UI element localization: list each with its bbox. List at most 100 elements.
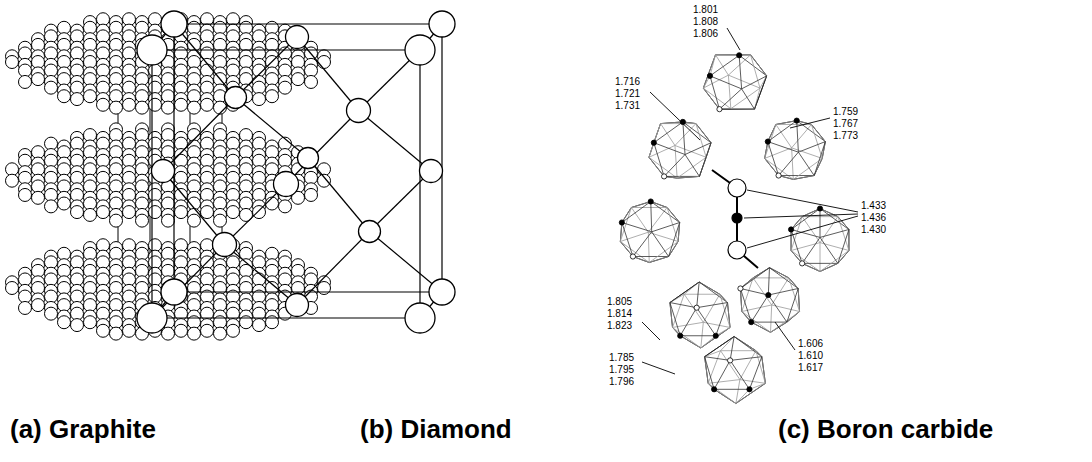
icosahedron-edge [654, 143, 685, 155]
bond-length: 1.721 [614, 88, 641, 100]
boron-icosahedron [765, 118, 826, 179]
boron-atom [630, 254, 635, 259]
carbon-atom [214, 214, 227, 227]
carbon-atom [149, 206, 162, 219]
icosahedron-edge [710, 76, 719, 109]
icosahedron-outline [620, 201, 679, 262]
icosahedron-edge [680, 336, 701, 348]
carbon-atom [19, 75, 32, 88]
carbon-bond [163, 98, 236, 172]
bond-length: 1.606 [797, 338, 824, 350]
icosahedron-edge [705, 357, 714, 390]
carbon-atom [110, 327, 123, 340]
carbon-atom [84, 316, 97, 329]
carbon-atom [19, 301, 32, 314]
icosahedron-edge [779, 175, 815, 176]
carbon-atom [213, 233, 237, 257]
icosahedron-edge [649, 241, 678, 262]
icosahedron-edge [779, 152, 799, 175]
carbon-bond [236, 98, 309, 159]
icosahedron-edge [670, 303, 680, 336]
boron-atom [694, 305, 699, 310]
carbon-atom [214, 327, 227, 340]
carbon-atom [188, 101, 201, 114]
icosahedron-edge [730, 360, 749, 389]
icosahedron-edge [673, 327, 701, 348]
icosahedron-edge [776, 124, 792, 147]
icosahedron-edge [649, 257, 668, 263]
carbon-atom [225, 87, 247, 109]
icosahedron-edge [680, 308, 696, 336]
icosahedron-edge [727, 303, 730, 328]
carbon-atom [71, 319, 84, 332]
boron-atom [661, 174, 666, 179]
carbon-bond [370, 171, 432, 232]
icosahedron-edge [820, 229, 849, 237]
icosahedron-edge [697, 308, 716, 336]
icosahedron-edge [742, 89, 755, 109]
icosahedron-edge [710, 76, 742, 89]
carbon-atom [45, 81, 58, 94]
boron-icosahedron [619, 199, 679, 263]
icosahedron-edge [699, 282, 727, 303]
bond-length: 1.716 [614, 76, 641, 88]
icosahedron-edge [768, 268, 769, 295]
carbon-atom [71, 93, 84, 106]
icosahedron-edge [620, 232, 648, 241]
icosahedron-edge [811, 124, 822, 158]
icosahedron-edge [685, 143, 711, 155]
carbon-atom [305, 188, 318, 201]
leader-line [727, 28, 740, 50]
carbon-bond [163, 171, 225, 245]
icosahedron-edge [798, 152, 814, 175]
carbon-atom [137, 35, 167, 65]
carbon-atom [227, 324, 240, 337]
bond-length: 1.731 [614, 100, 641, 112]
bond-length: 1.767 [832, 118, 859, 130]
boron-icosahedron [705, 337, 766, 404]
carbon-atom [253, 319, 266, 332]
carbon-atom [110, 101, 123, 114]
leader-line [775, 322, 795, 350]
carbon-atom [253, 206, 266, 219]
icosahedron-edge [769, 268, 788, 278]
icosahedron-edge [720, 294, 728, 302]
icosahedron-edge [721, 351, 740, 380]
icosahedron-edge [751, 322, 770, 332]
carbon-atom [110, 214, 123, 227]
icosahedron-edge [789, 278, 800, 312]
boron-atom [678, 333, 683, 338]
icosahedron-edge [787, 288, 798, 322]
icosahedron-edge [765, 124, 776, 158]
icosahedron-edge [756, 351, 765, 384]
carbon-atom [318, 174, 331, 187]
chain-atom [732, 213, 742, 223]
carbon-atom [429, 279, 455, 305]
bond-length: 1.436 [860, 212, 887, 224]
carbon-atom [266, 197, 279, 210]
boron-atom [707, 73, 712, 78]
icosahedron-edge [677, 157, 706, 178]
carbon-atom [97, 206, 110, 219]
icosahedron-outline [649, 122, 711, 178]
icosahedron-edge [705, 337, 734, 357]
carbon-bond [286, 111, 359, 185]
icosahedron-edge [714, 360, 730, 389]
icosahedron-edge [734, 337, 762, 357]
carbon-atom [318, 56, 331, 69]
icosahedron-edge [675, 124, 696, 146]
carbon-atom [429, 11, 455, 37]
icosahedron-edge [683, 122, 685, 155]
icosahedron-edge [633, 256, 669, 257]
cube-edge [152, 317, 420, 318]
icosahedron-edge [765, 148, 792, 159]
icosahedron-outline [670, 282, 730, 348]
carbon-atom [123, 324, 136, 337]
icosahedron-edge [838, 229, 849, 263]
icosahedron-edge [765, 158, 794, 179]
icosahedron-edge [705, 357, 709, 384]
icosahedron-edge [740, 351, 756, 380]
icosahedron-edge [684, 294, 720, 295]
icosahedron-edge [710, 55, 739, 76]
boron-icosahedron [649, 119, 711, 179]
